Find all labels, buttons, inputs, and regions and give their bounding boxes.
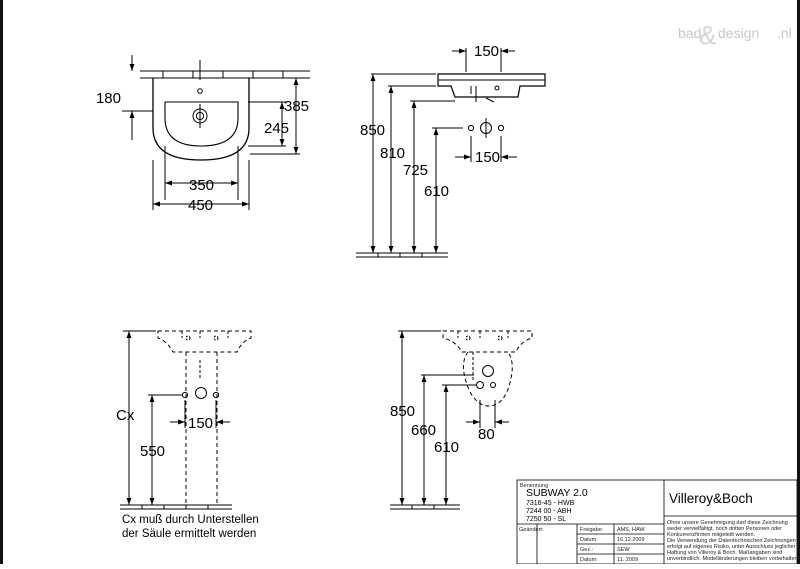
front-view-pedestal bbox=[120, 330, 252, 510]
watermark-text-mid: design bbox=[718, 25, 759, 41]
dim-b80: 80 bbox=[478, 426, 495, 443]
tb-row-1-label: Freigabe: bbox=[580, 527, 604, 533]
dim-245: 245 bbox=[264, 120, 289, 137]
tb-row-3-value: SEW bbox=[617, 547, 630, 553]
dim-450: 450 bbox=[188, 197, 213, 214]
dim-385: 385 bbox=[284, 98, 309, 115]
dim-610: 610 bbox=[424, 183, 449, 200]
watermark-logo: bad & design .nl bbox=[678, 20, 792, 50]
dim-b660: 660 bbox=[411, 422, 436, 439]
right-border-bar bbox=[797, 0, 800, 564]
dim-850: 850 bbox=[360, 122, 385, 139]
left-border-bar bbox=[0, 0, 3, 564]
dim-350: 350 bbox=[189, 177, 214, 194]
dim-top-150: 150 bbox=[474, 43, 499, 60]
tb-disclaimer-2: weder vervielfältigt, noch dritten Perso… bbox=[666, 526, 782, 532]
dim-side-150: 150 bbox=[475, 149, 500, 166]
watermark-text-left: bad bbox=[678, 25, 701, 41]
tb-row-4-label: Datum: bbox=[580, 557, 598, 563]
tb-brand: Villeroy&Boch bbox=[669, 491, 753, 506]
tb-disclaimer-6: Haftung von Villeroy & Boch. Maßangaben … bbox=[667, 550, 782, 556]
note-line-1: Cx muß durch Unterstellen bbox=[122, 514, 259, 526]
tb-code-1: 7316-45 - HWB bbox=[526, 500, 575, 507]
tb-title: SUBWAY 2.0 bbox=[526, 487, 588, 499]
tb-row-2-label: Datum: bbox=[580, 537, 598, 543]
tb-row-1-value: AMS, HAW bbox=[617, 527, 645, 533]
tb-code-3: 7250 50 - SL bbox=[526, 516, 566, 523]
tb-code-2: 7244 00 - ABH bbox=[526, 508, 572, 515]
tb-disclaimer-5: erfolgt auf eigenes Risiko, unter Aussch… bbox=[667, 544, 796, 550]
side-view-half-pedestal bbox=[390, 330, 533, 510]
tb-disclaimer-1: Ohne unsere Genehmigung darf diese Zeich… bbox=[667, 520, 788, 526]
tb-row-2-value: 16.12.2009 bbox=[617, 537, 645, 543]
tb-row-4-value: 11. 2009 bbox=[617, 557, 638, 563]
tb-disclaimer-3: Konkurrenzfirmen mitgeteilt werden. bbox=[667, 532, 756, 538]
tb-disclaimer-4: Die Verwendung der Datentechnischen Zeic… bbox=[667, 538, 796, 544]
top-view-basin bbox=[122, 55, 310, 210]
watermark-text-right: .nl bbox=[777, 25, 792, 41]
dim-b850: 850 bbox=[390, 403, 415, 420]
watermark-ampersand: & bbox=[699, 20, 716, 50]
tb-row-3-label: Gez.: bbox=[580, 547, 594, 553]
dim-810: 810 bbox=[380, 145, 405, 162]
dim-b610: 610 bbox=[434, 439, 459, 456]
tb-geaendert-label: Geändert: bbox=[519, 527, 544, 533]
side-view-basin bbox=[356, 48, 546, 258]
dim-180: 180 bbox=[96, 90, 121, 107]
dim-550: 550 bbox=[140, 443, 165, 460]
note-line-2: der Säule ermittelt werden bbox=[122, 528, 256, 540]
dim-cx: Cx bbox=[116, 407, 135, 424]
tb-benennung-label: Benennung bbox=[520, 483, 548, 489]
tb-disclaimer-7: unverbindlich. Modelländerungen bleiben … bbox=[667, 556, 800, 562]
dim-725: 725 bbox=[403, 162, 428, 179]
dim-pedestal-150: 150 bbox=[188, 415, 213, 432]
